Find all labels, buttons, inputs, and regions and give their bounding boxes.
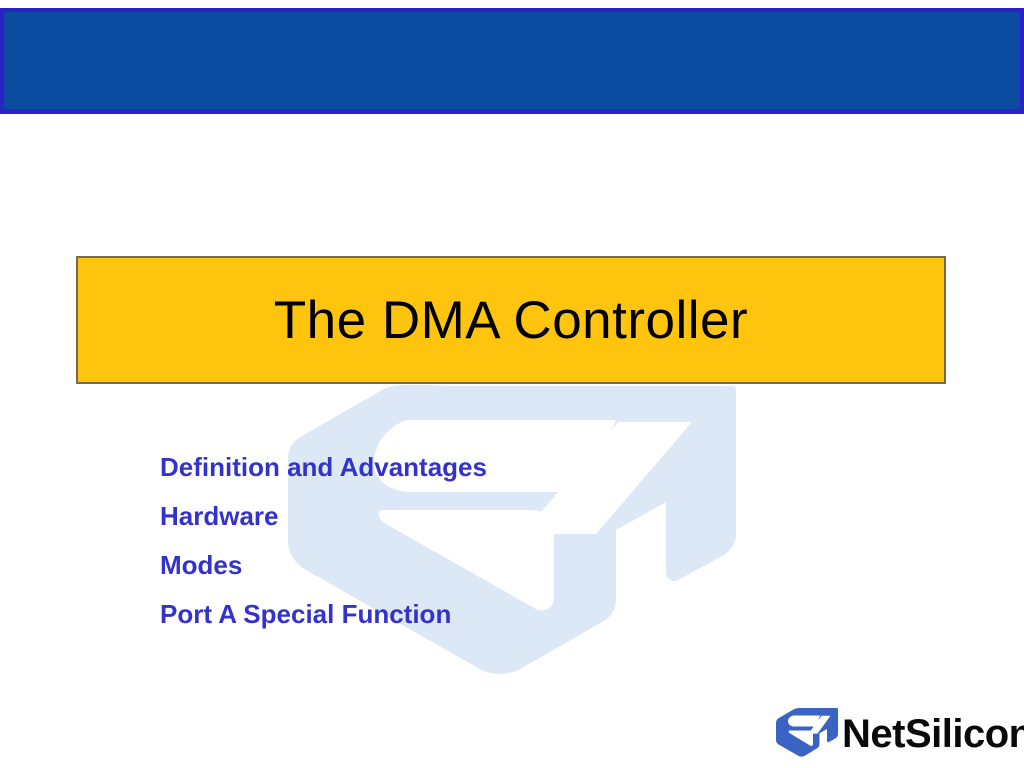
netsilicon-arrow-logo-icon	[776, 708, 838, 760]
agenda-item-hardware: Hardware	[160, 501, 279, 531]
agenda-list: Definition and Advantages Hardware Modes…	[160, 443, 800, 639]
page-title: The DMA Controller	[273, 290, 749, 350]
brand-name: NetSilicon	[842, 712, 1024, 756]
agenda-item-port-a-special-function: Port A Special Function	[160, 599, 452, 629]
top-banner-right-edge	[1020, 8, 1024, 114]
agenda-item-modes: Modes	[160, 550, 243, 580]
top-banner-bar	[0, 8, 1024, 114]
brand-logo: NetSilicon	[776, 704, 1024, 764]
slide-title-box: The DMA Controller	[76, 256, 946, 384]
top-banner-left-edge	[0, 8, 4, 114]
agenda-item-definition-and-advantages: Definition and Advantages	[160, 452, 487, 482]
